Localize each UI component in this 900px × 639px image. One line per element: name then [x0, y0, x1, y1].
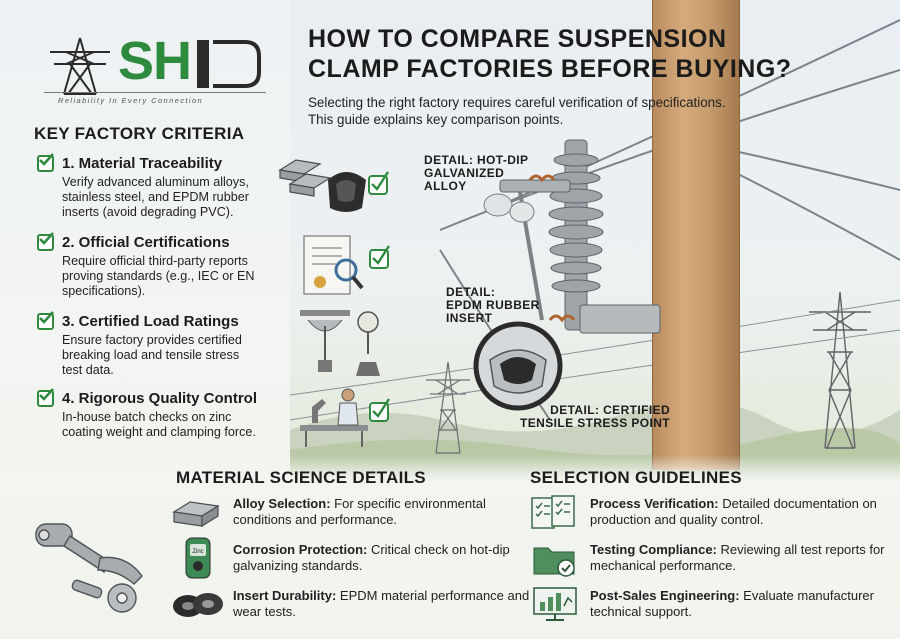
monitor-chart-icon [533, 587, 577, 621]
material-item: Corrosion Protection: Critical check on … [233, 542, 533, 574]
zinc-gauge-icon: Zinc [185, 537, 211, 579]
criteria-item-desc: In-house batch checks on zinc coating we… [62, 410, 256, 440]
logo-tagline: Reliability In Every Connection [58, 96, 204, 105]
criteria-item-desc: Ensure factory provides certified breaki… [62, 333, 242, 378]
detail-line: GALVANIZED [424, 166, 505, 180]
material-item-title: Insert Durability: [233, 588, 337, 603]
load-test-scale-icon [300, 310, 380, 376]
criteria-desc-line: Require official third-party reports [62, 254, 248, 268]
material-item-text: Critical check on hot-dip galvanizing st… [233, 542, 510, 573]
criteria-item-title: 3. Certified Load Ratings [62, 313, 239, 330]
criteria-desc-line: proving standards (e.g., IEC or EN [62, 269, 255, 283]
page-title: HOW TO COMPARE SUSPENSION CLAMP FACTORIE… [308, 24, 888, 84]
logo-wordmark: SH [118, 31, 192, 91]
guideline-item-title: Process Verification: [590, 496, 719, 511]
criteria-desc-line: test data. [62, 363, 114, 377]
criteria-item-title: 1. Material Traceability [62, 155, 223, 172]
page-title-line-2: CLAMP FACTORIES BEFORE BUYING? [308, 55, 792, 83]
aluminum-ingots-and-insert-icon [278, 159, 390, 212]
material-item-title: Corrosion Protection: [233, 542, 368, 557]
guideline-item: Testing Compliance: Reviewing all test r… [590, 542, 890, 574]
criteria-item-title: 2. Official Certifications [62, 234, 230, 251]
detail-line: DETAIL: HOT-DIP [424, 153, 529, 167]
suspension-clamp-assembly [483, 139, 661, 334]
material-item-text: For specific environmental conditions an… [233, 496, 486, 527]
detail-line: EPDM RUBBER [446, 298, 540, 312]
check-icon [37, 153, 54, 172]
checklist-documents-icon [531, 495, 575, 529]
guideline-item: Post-Sales Engineering: Evaluate manufac… [590, 588, 890, 620]
page-subtitle: Selecting the right factory requires car… [308, 95, 726, 127]
criteria-desc-line: breaking load and tensile stress [62, 348, 240, 362]
lab-technician-icon [300, 388, 391, 447]
material-item: Insert Durability: EPDM material perform… [233, 588, 533, 620]
material-item: Alloy Selection: For specific environmen… [233, 496, 533, 528]
criteria-desc-line: In-house batch checks on zinc [62, 410, 232, 424]
detail-line: DETAIL: [446, 285, 496, 299]
check-icon [37, 388, 54, 407]
check-icon [37, 311, 54, 330]
criteria-desc-line: stainless steel, and EPDM rubber [62, 190, 249, 204]
detail-label-epdm: DETAIL: EPDM RUBBER INSERT [446, 286, 540, 325]
material-item-title: Alloy Selection: [233, 496, 331, 511]
alloy-ingots-icon [172, 501, 220, 528]
guidelines-heading: SELECTION GUIDELINES [530, 468, 742, 487]
rubber-rings-icon [173, 593, 223, 617]
guideline-item-title: Testing Compliance: [590, 542, 717, 557]
criteria-desc-line: inserts (avoid degrading PVC). [62, 205, 234, 219]
zinc-gauge-label: Zinc [192, 549, 203, 555]
detail-line: TENSILE STRESS POINT [520, 416, 671, 430]
epdm-insert-magnifier [473, 321, 563, 411]
material-item-text: EPDM material performance and wear tests… [233, 588, 530, 619]
criteria-item-desc: Require official third-party reports pro… [62, 254, 255, 299]
distant-tower-left [426, 361, 470, 454]
certificate-magnifier-icon [303, 235, 391, 295]
transmission-tower-logo-icon [50, 37, 110, 95]
guideline-item: Process Verification: Detailed documenta… [590, 496, 890, 528]
criteria-item-title: 4. Rigorous Quality Control [62, 390, 258, 407]
criteria-desc-line: specifications). [62, 284, 146, 298]
criteria-item-desc: Verify advanced aluminum alloys, stainle… [62, 175, 249, 220]
guideline-item-text: Reviewing all test reports for mechanica… [590, 542, 885, 573]
guideline-item-text: Evaluate manufacturer technical support. [590, 588, 874, 619]
logo-divider [44, 92, 266, 93]
distant-tower-right [809, 291, 871, 449]
detail-label-galvanized: DETAIL: HOT-DIP GALVANIZED ALLOY [424, 154, 528, 193]
detail-label-tensile: DETAIL: CERTIFIED TENSILE STRESS POINT [520, 404, 670, 430]
guideline-item-text: Detailed documentation on production and… [590, 496, 877, 527]
logo-d-mark [197, 40, 261, 88]
material-heading: MATERIAL SCIENCE DETAILS [176, 468, 426, 487]
detail-line: ALLOY [424, 179, 467, 193]
check-icon [37, 232, 54, 251]
guideline-item-title: Post-Sales Engineering: [590, 588, 740, 603]
bottom-panel [0, 455, 900, 639]
criteria-desc-line: Ensure factory provides certified [62, 333, 242, 347]
wooden-pole [652, 0, 740, 470]
criteria-desc-line: Verify advanced aluminum alloys, [62, 175, 249, 189]
detail-line: INSERT [446, 311, 493, 325]
clamp-hardware-illustration [35, 523, 143, 613]
page-title-line-1: HOW TO COMPARE SUSPENSION [308, 25, 727, 53]
folder-check-icon [533, 547, 575, 577]
detail-line: DETAIL: CERTIFIED [550, 403, 671, 417]
criteria-heading: KEY FACTORY CRITERIA [34, 124, 245, 143]
criteria-desc-line: coating weight and clamping force. [62, 425, 256, 439]
